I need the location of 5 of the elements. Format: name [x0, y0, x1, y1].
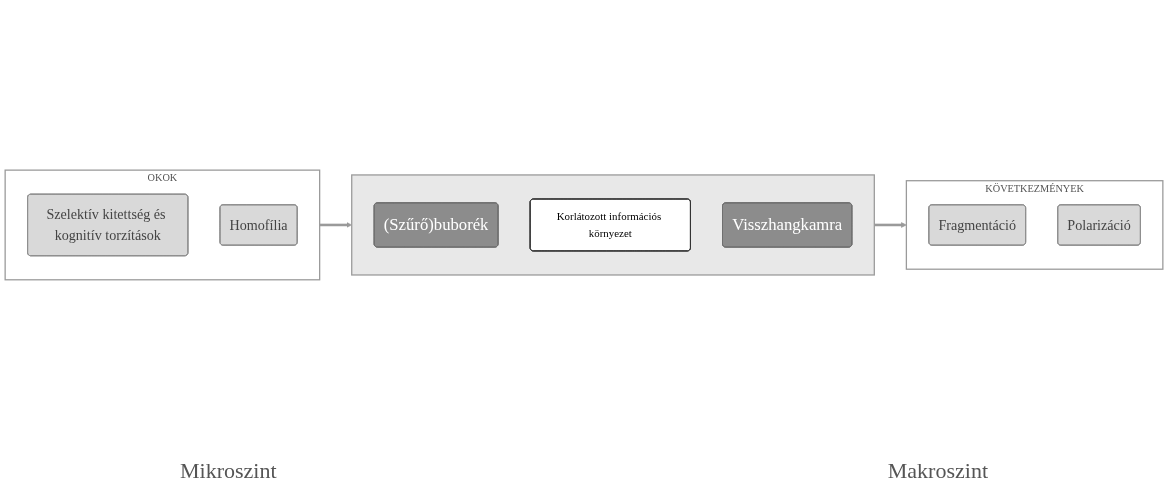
cluster: [351, 174, 875, 276]
arrow: [319, 222, 352, 228]
arrow: [874, 222, 907, 228]
level-label: Mikroszint: [180, 458, 277, 484]
level-label: Makroszint: [887, 458, 988, 484]
